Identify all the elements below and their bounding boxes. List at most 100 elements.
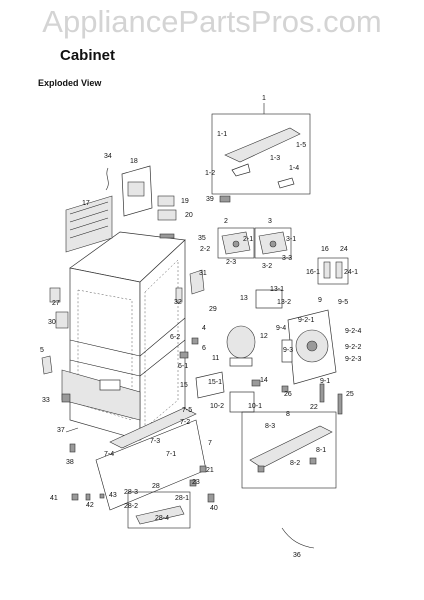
callout-32: 32 [174, 299, 182, 306]
callout-36: 36 [293, 552, 301, 559]
callout-3-2: 3-2 [262, 263, 272, 270]
callout-9: 9 [318, 297, 322, 304]
callout-1-4: 1-4 [289, 165, 299, 172]
callout-8-3: 8-3 [265, 423, 275, 430]
callout-16: 16 [321, 246, 329, 253]
callout-26: 26 [284, 391, 292, 398]
page-title: Cabinet [60, 47, 116, 64]
callout-7: 7 [208, 440, 212, 447]
callout-13-2: 13-2 [277, 299, 291, 306]
callout-35: 35 [198, 235, 206, 242]
callout-37: 37 [57, 427, 65, 434]
callout-24-1: 24-1 [344, 269, 358, 276]
callout-9-2-4: 9-2-4 [345, 328, 361, 335]
part-2-hinge [217, 227, 255, 259]
callout-3: 3 [268, 218, 272, 225]
part-28-base-plate [127, 491, 191, 529]
part-34-wire [105, 167, 109, 191]
callout-1-3: 1-3 [270, 155, 280, 162]
callout-7-3: 7-3 [150, 438, 160, 445]
callout-19: 19 [181, 198, 189, 205]
callout-14: 14 [260, 377, 268, 384]
callout-9-2-2: 9-2-2 [345, 344, 361, 351]
callout-40: 40 [210, 505, 218, 512]
callout-8-1: 8-1 [316, 447, 326, 454]
callout-18: 18 [130, 158, 138, 165]
callout-5: 5 [40, 347, 44, 354]
callout-15-1: 15-1 [208, 379, 222, 386]
callout-12: 12 [260, 333, 268, 340]
callout-30: 30 [48, 319, 56, 326]
callout-9-3: 9-3 [283, 347, 293, 354]
callout-3-3: 3-3 [282, 255, 292, 262]
part-18-cover [121, 165, 153, 217]
callout-31: 31 [199, 270, 207, 277]
callout-1-2: 1-2 [205, 170, 215, 177]
callout-7-4: 7-4 [104, 451, 114, 458]
callout-13-1: 13-1 [270, 286, 284, 293]
callout-1: 1 [262, 95, 266, 102]
callout-labels: 1 1-1 1-2 1-3 1-4 1-5 2 2-1 2-2 2-3 3 3-… [40, 95, 361, 559]
callout-2-1: 2-1 [243, 236, 253, 243]
callout-34: 34 [104, 153, 112, 160]
callout-10-2: 10-2 [210, 403, 224, 410]
callout-17: 17 [82, 200, 90, 207]
watermark: AppliancePartsPros.com [42, 4, 382, 39]
part-8-bottom-plate [241, 411, 337, 489]
callout-8-2: 8-2 [290, 460, 300, 467]
callout-28-4: 28-4 [155, 515, 169, 522]
callout-6-1: 6-1 [178, 363, 188, 370]
callout-6-2: 6-2 [170, 334, 180, 341]
callout-33: 33 [42, 397, 50, 404]
part-15-bracket [195, 371, 225, 399]
callout-42: 42 [86, 502, 94, 509]
callout-9-2-3: 9-2-3 [345, 356, 361, 363]
part-9-condenser-fan [281, 309, 337, 385]
callout-2-2: 2-2 [200, 246, 210, 253]
compressor-assembly [226, 289, 283, 367]
callout-23: 23 [192, 479, 200, 486]
part-16-24-hinges [317, 257, 349, 285]
callout-21: 21 [206, 467, 214, 474]
callout-24: 24 [340, 246, 348, 253]
callout-22: 22 [310, 404, 318, 411]
callout-1-1: 1-1 [217, 131, 227, 138]
small-parts [41, 195, 343, 549]
callout-38: 38 [66, 459, 74, 466]
callout-20: 20 [185, 212, 193, 219]
callout-28-2: 28-2 [124, 503, 138, 510]
page-subtitle: Exploded View [38, 78, 102, 88]
part-3-hinge [254, 227, 292, 259]
callout-11: 11 [212, 355, 219, 362]
callout-13: 13 [240, 295, 248, 302]
callout-1-5: 1-5 [296, 142, 306, 149]
callout-7-2: 7-2 [180, 419, 190, 426]
callout-9-2-1: 9-2-1 [298, 317, 314, 324]
callout-6: 6 [202, 345, 206, 352]
callout-2: 2 [224, 218, 228, 225]
callout-16-1: 16-1 [306, 269, 320, 276]
callout-41: 41 [50, 495, 58, 502]
part-1-top-bracket [211, 103, 311, 195]
callout-39: 39 [206, 196, 214, 203]
callout-9-1: 9-1 [320, 378, 330, 385]
callout-3-1: 3-1 [286, 236, 296, 243]
callout-7-5: 7-5 [182, 407, 192, 414]
callout-9-4: 9-4 [276, 325, 286, 332]
callout-9-5: 9-5 [338, 299, 348, 306]
callout-15: 15 [180, 382, 188, 389]
callout-28: 28 [152, 483, 160, 490]
callout-10-1: 10-1 [248, 403, 262, 410]
callout-2-3: 2-3 [226, 259, 236, 266]
callout-8: 8 [286, 411, 290, 418]
callout-28-3: 28-3 [124, 489, 138, 496]
part-19-20-brackets [157, 195, 177, 221]
part-17-back-panel [65, 195, 113, 253]
cabinet-body [61, 231, 186, 441]
callout-27: 27 [52, 300, 60, 307]
callout-7-1: 7-1 [166, 451, 176, 458]
callout-25: 25 [346, 391, 354, 398]
callout-4: 4 [202, 325, 206, 332]
callout-28-1: 28-1 [175, 495, 189, 502]
